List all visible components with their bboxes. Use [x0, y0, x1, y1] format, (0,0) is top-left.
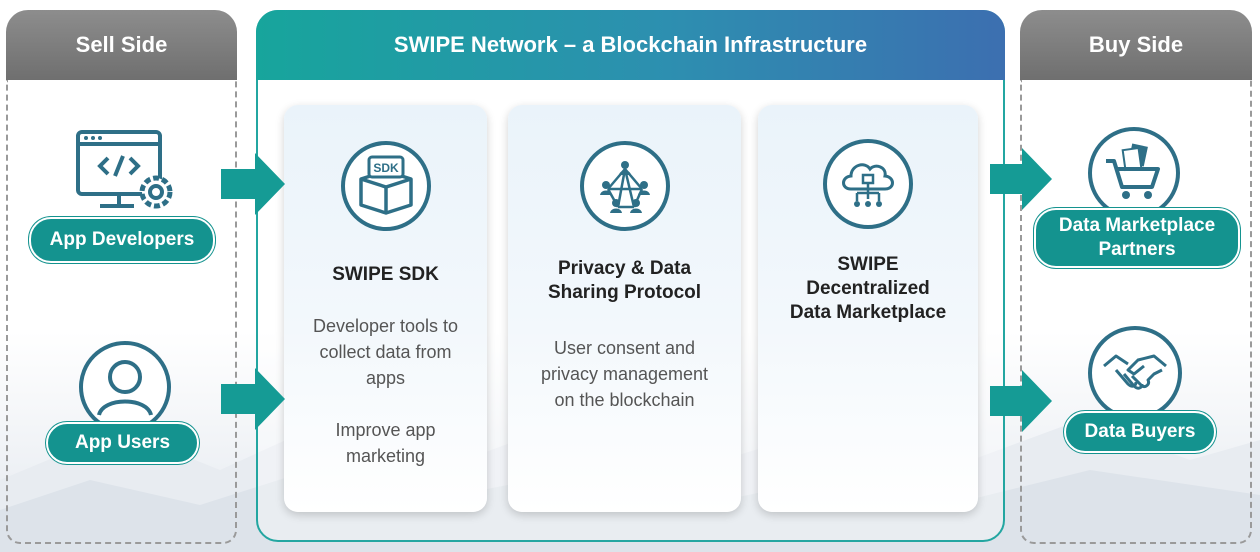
sdk-desc-1: Developer tools to collect data from app…: [292, 313, 479, 391]
sdk-box-icon: SDK: [340, 141, 431, 231]
network-people-icon: [579, 141, 670, 231]
marketplace-card: SWIPE Decentralized Data Marketplace: [758, 105, 978, 512]
sdk-desc-line: apps: [365, 368, 406, 388]
data-buyers-label: Data Buyers: [1084, 421, 1196, 442]
marketplace-title-line: Data Marketplace: [789, 302, 947, 323]
sell-side-panel: Sell Side: [6, 10, 237, 544]
sell-side-header: Sell Side: [6, 10, 237, 80]
sdk-desc-2: Improve app marketing: [292, 417, 479, 469]
privacy-card: Privacy & Data Sharing Protocol User con…: [508, 105, 741, 512]
privacy-title-line: Sharing Protocol: [547, 282, 702, 303]
marketplace-title-line: Decentralized: [806, 278, 930, 299]
sdk-desc-line: collect data from: [319, 342, 452, 362]
sdk-card: SDK SWIPE SDK Developer tools to collect…: [284, 105, 487, 512]
cloud-network-icon: [823, 139, 913, 229]
arrow-market-to-buyers: [990, 370, 1052, 432]
network-header: SWIPE Network – a Blockchain Infrastruct…: [256, 10, 1005, 80]
shopping-cart-icon: [1088, 127, 1180, 219]
partners-label-line1: Data Marketplace: [1058, 215, 1216, 236]
sdk-desc-line: Improve app: [335, 420, 436, 440]
privacy-desc-line: privacy management: [540, 364, 709, 384]
sell-side-body: [6, 80, 237, 544]
privacy-desc: User consent and privacy management on t…: [516, 335, 733, 413]
sdk-icon-text: SDK: [373, 161, 399, 175]
data-buyers-pill: Data Buyers: [1064, 411, 1216, 453]
code-monitor-gear-icon: [76, 130, 173, 209]
marketplace-title-line: SWIPE: [837, 254, 899, 275]
partners-label-line2: Partners: [1098, 239, 1176, 260]
marketplace-partners-pill: Data Marketplace Partners: [1034, 208, 1240, 268]
arrow-market-to-partners: [990, 148, 1052, 210]
sdk-desc-line: marketing: [345, 446, 426, 466]
privacy-desc-line: on the blockchain: [554, 390, 695, 410]
user-icon: [79, 341, 171, 433]
buy-side-panel: Buy Side: [1020, 10, 1252, 544]
handshake-icon: [1088, 326, 1182, 420]
buy-side-header: Buy Side: [1020, 10, 1252, 80]
sdk-title: SWIPE SDK: [332, 264, 439, 285]
app-users-label: App Users: [74, 432, 171, 453]
arrow-developers-to-sdk: [221, 153, 285, 215]
arrow-users-to-sdk: [221, 368, 285, 430]
app-developers-pill: App Developers: [29, 217, 215, 263]
privacy-title-line: Privacy & Data: [557, 258, 692, 279]
app-users-pill: App Users: [46, 422, 199, 464]
app-developers-label: App Developers: [49, 229, 195, 250]
sdk-desc-line: Developer tools to: [312, 316, 459, 336]
privacy-title: Privacy & Data Sharing Protocol: [508, 257, 741, 305]
privacy-desc-line: User consent and: [553, 338, 696, 358]
buy-side-body: [1020, 80, 1252, 544]
marketplace-title: SWIPE Decentralized Data Marketplace: [758, 253, 978, 325]
